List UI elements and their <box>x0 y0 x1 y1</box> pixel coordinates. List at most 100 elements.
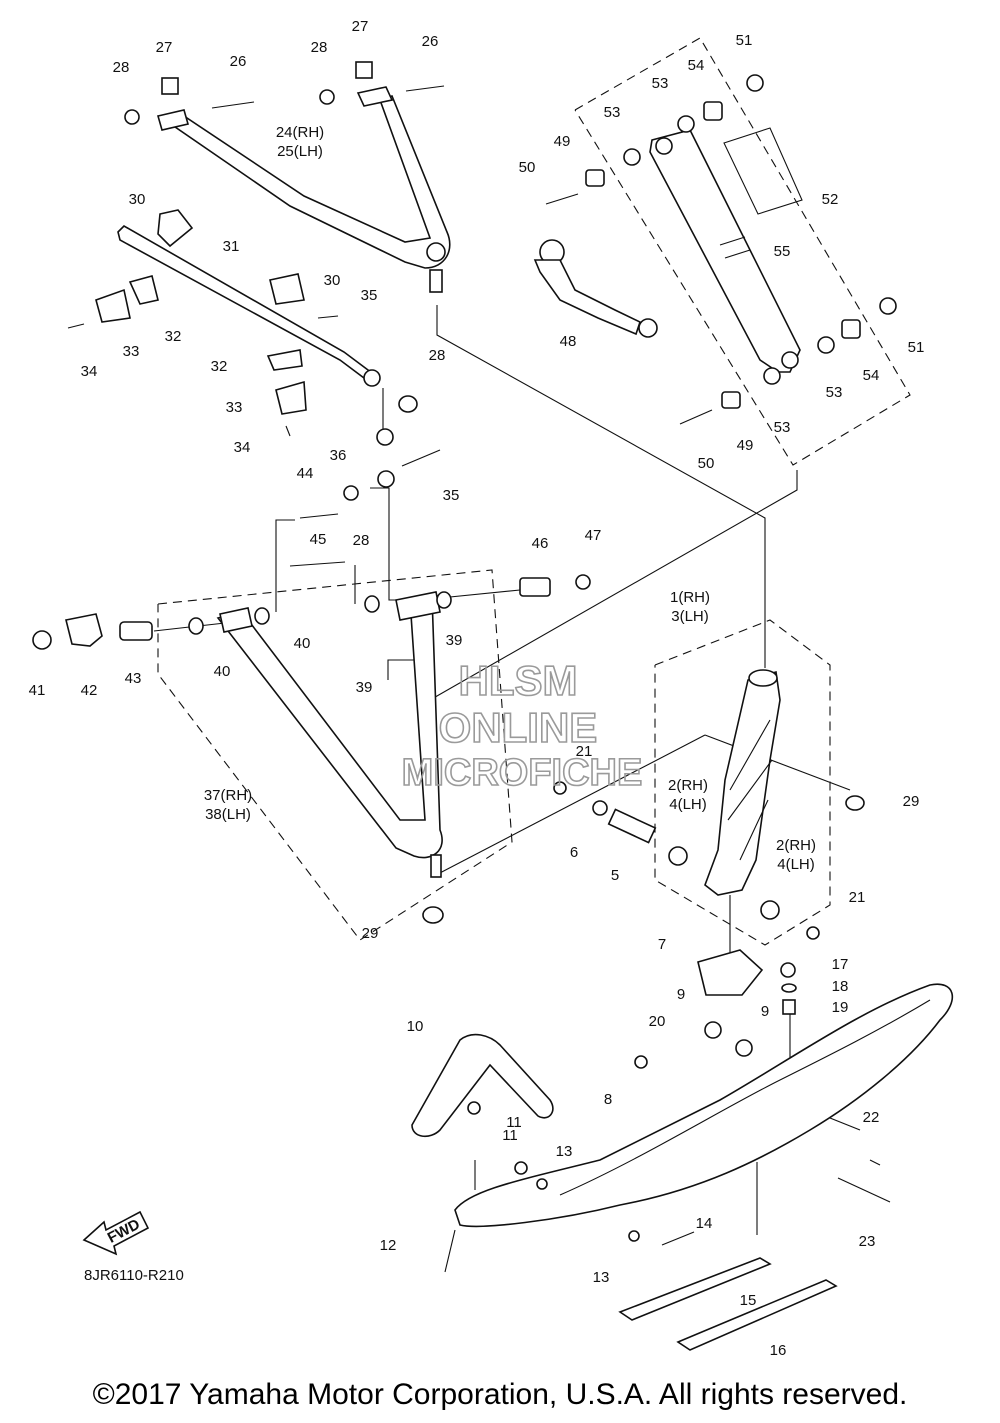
callout: 52 <box>822 191 839 208</box>
callout: 37(RH) <box>204 787 252 804</box>
callout: 49 <box>737 437 754 454</box>
callout: 36 <box>330 447 347 464</box>
damper-adjuster <box>533 239 658 338</box>
callout: 12 <box>380 1237 397 1254</box>
callout: 50 <box>519 159 536 176</box>
shock-absorber-group-box <box>574 37 911 466</box>
callout: 11 <box>506 1114 522 1131</box>
callout: 43 <box>125 670 142 687</box>
callout: 53 <box>652 75 669 92</box>
callout: 2(RH) <box>776 837 816 854</box>
callout: 53 <box>826 384 843 401</box>
lower-a-arm <box>216 591 443 878</box>
callout: 10 <box>407 1018 424 1035</box>
callout: 51 <box>908 339 925 356</box>
callout: 49 <box>554 133 571 150</box>
watermark: HLSM ONLINE MICROFICHE <box>401 656 643 795</box>
callout: 55 <box>774 243 791 260</box>
callout: 14 <box>696 1215 713 1232</box>
callout: 32 <box>165 328 182 345</box>
ski-assembly <box>411 949 954 1351</box>
callout: 26 <box>422 33 439 50</box>
watermark-line-3: MICROFICHE <box>402 752 643 794</box>
callout: 39 <box>356 679 373 696</box>
hardware <box>32 61 897 940</box>
callout: 33 <box>226 399 243 416</box>
callout: 28 <box>353 532 370 549</box>
callout: 28 <box>429 347 446 364</box>
callout: 16 <box>770 1342 787 1359</box>
callout: 20 <box>649 1013 666 1030</box>
callout: 45 <box>310 531 327 548</box>
callout: 53 <box>604 104 621 121</box>
callout: 25(LH) <box>277 143 323 160</box>
callout: 9 <box>761 1003 769 1020</box>
callout-labels: 1(RH) 3(LH) 2(RH) 4(LH) 2(RH) 4(LH) 5 6 … <box>29 18 925 1359</box>
watermark-line-1: HLSM <box>459 657 578 704</box>
callout: 28 <box>113 59 130 76</box>
callout: 13 <box>593 1269 610 1286</box>
callout: 21 <box>849 889 866 906</box>
callout: 7 <box>658 936 666 953</box>
callout: 28 <box>311 39 328 56</box>
callout: 30 <box>324 272 341 289</box>
callout: 24(RH) <box>276 124 324 141</box>
callout: 19 <box>832 999 849 1016</box>
callout: 30 <box>129 191 146 208</box>
reference-lines <box>153 305 861 1235</box>
callout: 29 <box>362 925 379 942</box>
callout: 48 <box>560 333 577 350</box>
callout: 9 <box>677 986 685 1003</box>
callout: 29 <box>903 793 920 810</box>
callout: 40 <box>214 663 231 680</box>
callout: 42 <box>81 682 98 699</box>
callout: 33 <box>123 343 140 360</box>
callout: 1(RH) <box>670 589 710 606</box>
callout: 27 <box>156 39 173 56</box>
callout: 11 <box>502 1127 518 1144</box>
callout: 13 <box>556 1143 573 1160</box>
callout: 51 <box>736 32 753 49</box>
callout: 32 <box>211 358 228 375</box>
callout: 38(LH) <box>205 806 251 823</box>
callout: 2(RH) <box>668 777 708 794</box>
callout: 21 <box>576 743 593 760</box>
callout: 26 <box>230 53 247 70</box>
callout: 46 <box>532 535 549 552</box>
callout: 50 <box>698 455 715 472</box>
watermark-line-2: ONLINE <box>439 704 598 751</box>
shock-absorber <box>649 127 803 373</box>
callout: 27 <box>352 18 369 35</box>
callout: 41 <box>29 682 46 699</box>
callout: 44 <box>297 465 314 482</box>
callout: 17 <box>832 956 849 973</box>
callout: 4(LH) <box>777 856 815 873</box>
callout: 35 <box>361 287 378 304</box>
callout: 31 <box>223 238 240 255</box>
callout: 34 <box>234 439 251 456</box>
upper-a-arm <box>156 86 451 293</box>
fwd-arrow-icon: FWD <box>82 1210 150 1256</box>
callout: 22 <box>863 1109 880 1126</box>
callout: 34 <box>81 363 98 380</box>
callout: 18 <box>832 978 849 995</box>
callout: 40 <box>294 635 311 652</box>
callout: 3(LH) <box>671 608 709 625</box>
spindle <box>704 669 781 896</box>
callout: 23 <box>859 1233 876 1250</box>
callout: 15 <box>740 1292 757 1309</box>
lower-arm-group-box <box>157 569 513 941</box>
callout: 5 <box>611 867 619 884</box>
callout: 47 <box>585 527 602 544</box>
callout: 39 <box>446 632 463 649</box>
callout: 54 <box>863 367 880 384</box>
callout: 54 <box>688 57 705 74</box>
callout: 53 <box>774 419 791 436</box>
callout: 4(LH) <box>669 796 707 813</box>
callout: 6 <box>570 844 578 861</box>
spindle-group-box <box>654 619 831 946</box>
drawing-code: 8JR6110-R210 <box>84 1267 184 1284</box>
copyright-notice: ©2017 Yamaha Motor Corporation, U.S.A. A… <box>92 1378 908 1411</box>
callout: 8 <box>604 1091 612 1108</box>
